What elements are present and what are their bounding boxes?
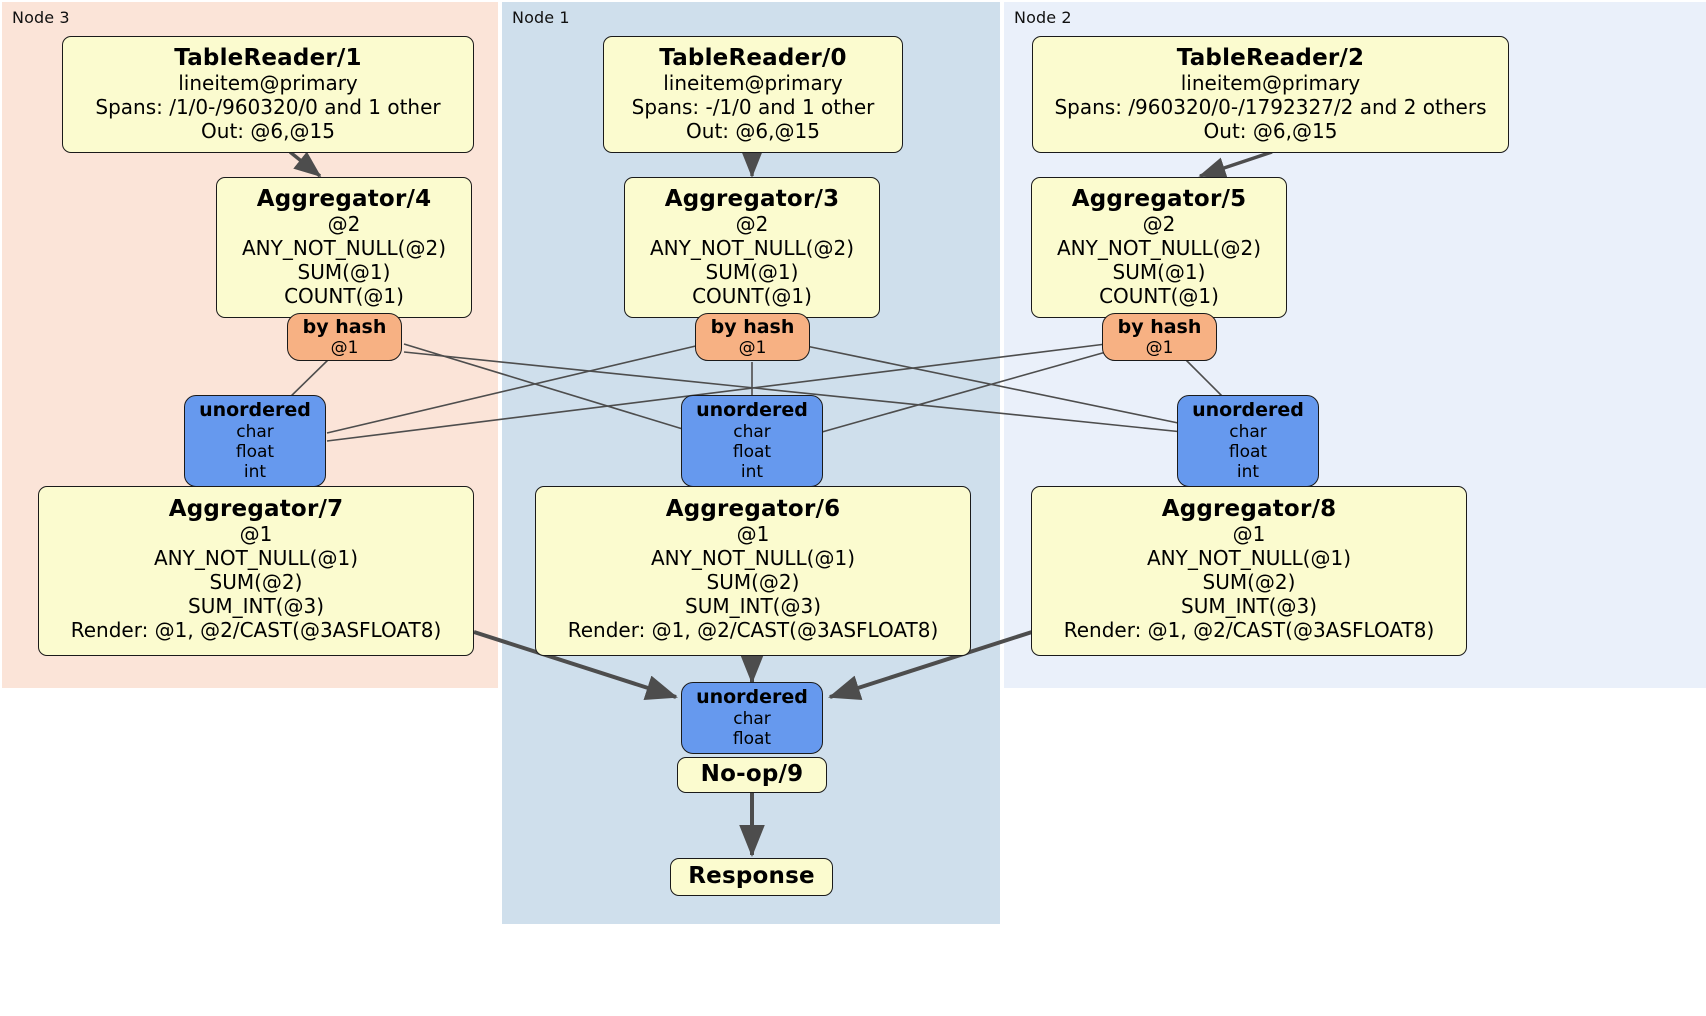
sync-type: char — [236, 421, 274, 442]
agg-func: ANY_NOT_NULL(@1) — [651, 546, 855, 571]
box-title: Aggregator/6 — [665, 496, 841, 522]
box-title: TableReader/0 — [659, 45, 847, 72]
sync-title: unordered — [199, 399, 311, 422]
table-spans: Spans: /960320/0-/1792327/2 and 2 others — [1054, 95, 1487, 120]
router-title: by hash — [302, 315, 387, 338]
hash-router-4[interactable]: by hash @1 — [287, 313, 402, 361]
box-title: TableReader/2 — [1176, 45, 1365, 72]
group-key: @2 — [1142, 212, 1176, 237]
box-title: TableReader/1 — [174, 45, 362, 72]
group-key: @1 — [736, 522, 770, 547]
table-reader-1[interactable]: TableReader/1 lineitem@primary Spans: /1… — [62, 36, 474, 153]
box-title: Aggregator/4 — [256, 186, 432, 212]
aggregator-7[interactable]: Aggregator/7 @1 ANY_NOT_NULL(@1) SUM(@2)… — [38, 486, 474, 656]
table-out: Out: @6,@15 — [686, 119, 820, 144]
agg-func: ANY_NOT_NULL(@2) — [650, 236, 854, 261]
unordered-sync-8[interactable]: unordered char float int — [1177, 395, 1319, 487]
hash-router-3[interactable]: by hash @1 — [695, 313, 810, 361]
box-title: Response — [688, 863, 815, 890]
agg-func: SUM_INT(@3) — [1181, 593, 1317, 618]
sync-title: unordered — [1192, 399, 1304, 422]
sync-type: float — [732, 442, 772, 463]
sync-type: float — [235, 442, 275, 463]
table-out: Out: @6,@15 — [1203, 119, 1338, 144]
sync-type: float — [732, 729, 772, 750]
agg-func: ANY_NOT_NULL(@1) — [1147, 546, 1351, 571]
agg-func: ANY_NOT_NULL(@1) — [154, 546, 358, 571]
node-panel-label: Node 1 — [512, 8, 570, 27]
sync-type: float — [1228, 442, 1268, 463]
router-title: by hash — [1117, 315, 1202, 338]
box-title: Aggregator/7 — [168, 496, 344, 522]
table-source: lineitem@primary — [1180, 71, 1361, 96]
agg-func: SUM_INT(@3) — [685, 593, 821, 618]
table-source: lineitem@primary — [663, 71, 843, 96]
node-panel-label: Node 3 — [12, 8, 70, 27]
sync-type: int — [1236, 462, 1260, 483]
agg-func: COUNT(@1) — [284, 283, 404, 308]
agg-func: SUM(@2) — [706, 569, 800, 594]
box-title: Aggregator/3 — [664, 186, 840, 212]
agg-func: SUM(@1) — [1112, 259, 1206, 284]
router-key: @1 — [330, 338, 359, 359]
table-spans: Spans: /1/0-/960320/0 and 1 other — [95, 95, 441, 120]
agg-func: SUM_INT(@3) — [188, 593, 324, 618]
aggregator-3[interactable]: Aggregator/3 @2 ANY_NOT_NULL(@2) SUM(@1)… — [624, 177, 880, 318]
unordered-sync-final[interactable]: unordered char float — [681, 682, 823, 754]
hash-router-5[interactable]: by hash @1 — [1102, 313, 1217, 361]
unordered-sync-6[interactable]: unordered char float int — [681, 395, 823, 487]
agg-func: ANY_NOT_NULL(@2) — [242, 236, 446, 261]
table-reader-0[interactable]: TableReader/0 lineitem@primary Spans: -/… — [603, 36, 903, 153]
box-title: Aggregator/8 — [1161, 496, 1337, 522]
sync-title: unordered — [696, 686, 808, 709]
group-key: @2 — [735, 212, 769, 237]
group-key: @1 — [239, 522, 273, 547]
aggregator-5[interactable]: Aggregator/5 @2 ANY_NOT_NULL(@2) SUM(@1)… — [1031, 177, 1287, 318]
sync-type: char — [1229, 421, 1267, 442]
unordered-sync-7[interactable]: unordered char float int — [184, 395, 326, 487]
node-panel-label: Node 2 — [1014, 8, 1072, 27]
agg-func: SUM(@2) — [209, 569, 303, 594]
group-key: @2 — [327, 212, 361, 237]
aggregator-6[interactable]: Aggregator/6 @1 ANY_NOT_NULL(@1) SUM(@2)… — [535, 486, 971, 656]
table-out: Out: @6,@15 — [201, 119, 335, 144]
router-title: by hash — [710, 315, 795, 338]
agg-func: SUM(@2) — [1202, 569, 1296, 594]
sync-type: int — [740, 462, 764, 483]
agg-func: COUNT(@1) — [692, 283, 812, 308]
router-key: @1 — [738, 338, 767, 359]
aggregator-4[interactable]: Aggregator/4 @2 ANY_NOT_NULL(@2) SUM(@1)… — [216, 177, 472, 318]
aggregator-8[interactable]: Aggregator/8 @1 ANY_NOT_NULL(@1) SUM(@2)… — [1031, 486, 1467, 656]
router-key: @1 — [1145, 338, 1174, 359]
sync-type: int — [243, 462, 267, 483]
render-expr: Render: @1, @2/CAST(@3ASFLOAT8) — [1063, 617, 1435, 642]
render-expr: Render: @1, @2/CAST(@3ASFLOAT8) — [70, 617, 442, 642]
no-op-9[interactable]: No-op/9 — [677, 757, 827, 793]
agg-func: COUNT(@1) — [1099, 283, 1219, 308]
response-box[interactable]: Response — [670, 858, 833, 896]
box-title: Aggregator/5 — [1071, 186, 1247, 212]
render-expr: Render: @1, @2/CAST(@3ASFLOAT8) — [567, 617, 939, 642]
sync-title: unordered — [696, 399, 808, 422]
table-spans: Spans: -/1/0 and 1 other — [631, 95, 875, 120]
agg-func: ANY_NOT_NULL(@2) — [1057, 236, 1261, 261]
agg-func: SUM(@1) — [297, 259, 391, 284]
sync-type: char — [733, 421, 771, 442]
agg-func: SUM(@1) — [705, 259, 799, 284]
box-title: No-op/9 — [700, 761, 804, 788]
group-key: @1 — [1232, 522, 1266, 547]
table-source: lineitem@primary — [178, 71, 358, 96]
sync-type: char — [733, 709, 771, 730]
table-reader-2[interactable]: TableReader/2 lineitem@primary Spans: /9… — [1032, 36, 1509, 153]
